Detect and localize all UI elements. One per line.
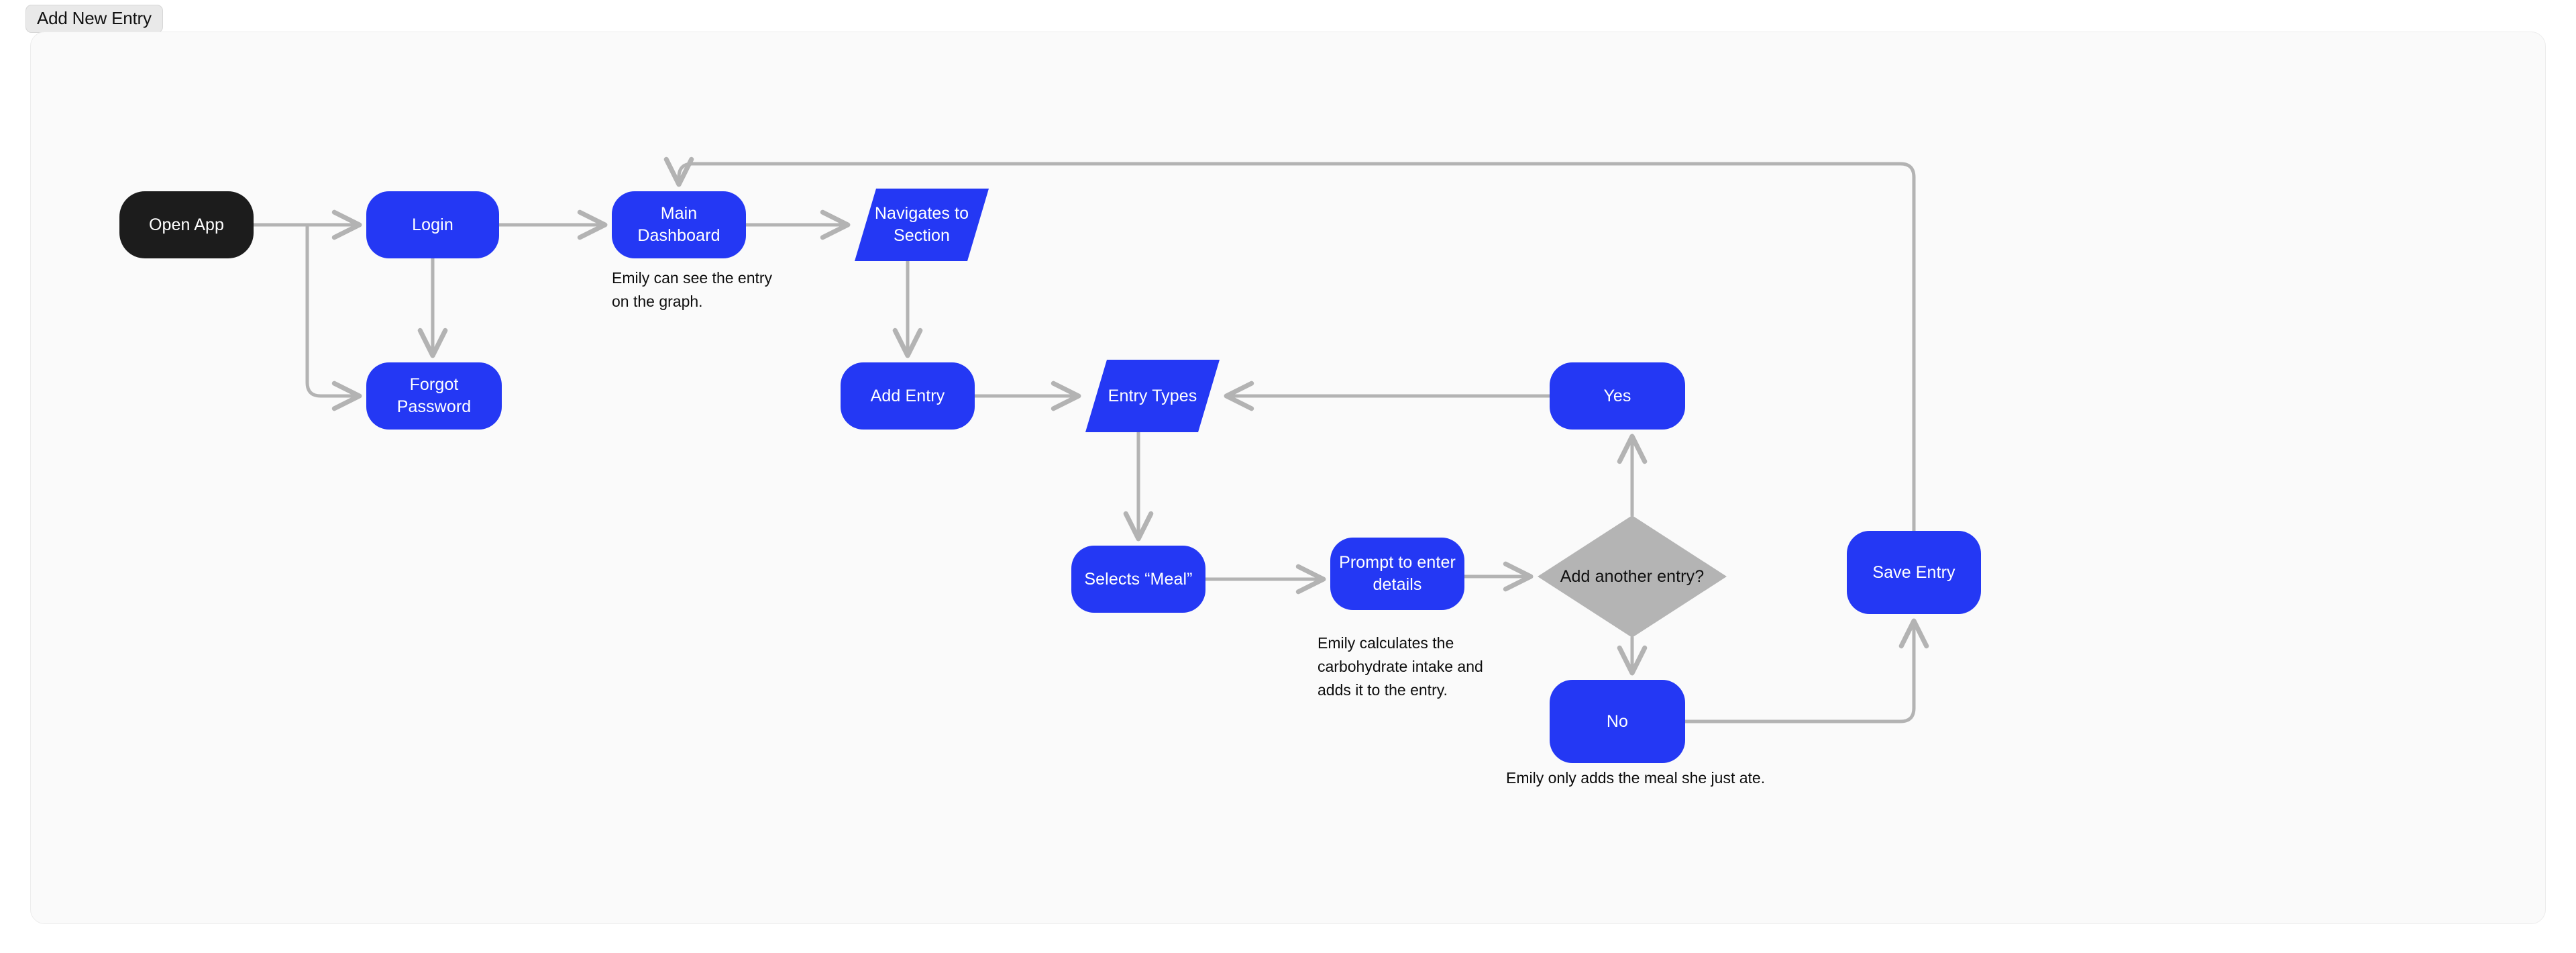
node-entry-types-label: Entry Types xyxy=(1108,386,1197,405)
node-selects-meal-label: Selects “Meal” xyxy=(1084,569,1193,589)
note-main-dashboard: Emily can see the entry on the graph. xyxy=(612,269,773,310)
node-yes[interactable]: Yes xyxy=(1550,362,1685,430)
node-login-label: Login xyxy=(412,215,453,234)
node-save-entry[interactable]: Save Entry xyxy=(1847,531,1981,614)
node-prompt-to-enter-details-label: Prompt to enter details xyxy=(1339,553,1456,594)
node-navigates-to-section[interactable]: Navigates to Section xyxy=(855,189,989,261)
note-carbohydrate-calculation: Emily calculates the carbohydrate intake… xyxy=(1318,634,1483,699)
flowchart: Open App Login Main Dashboard Forgot Pas… xyxy=(31,32,2545,923)
node-entry-types[interactable]: Entry Types xyxy=(1085,360,1220,432)
diagram-canvas[interactable]: Open App Login Main Dashboard Forgot Pas… xyxy=(30,32,2546,924)
node-main-dashboard-label: Main Dashboard xyxy=(637,204,720,245)
node-no-label: No xyxy=(1606,711,1629,731)
edge-open-app-to-forgot-password xyxy=(305,223,362,411)
node-yes-label: Yes xyxy=(1603,386,1631,405)
node-open-app-label: Open App xyxy=(148,215,224,234)
node-main-dashboard[interactable]: Main Dashboard xyxy=(612,191,746,258)
node-navigates-to-section-label: Navigates to Section xyxy=(874,204,969,245)
node-open-app[interactable]: Open App xyxy=(119,191,254,258)
node-add-entry-label: Add Entry xyxy=(870,386,945,405)
note-meal-just-ate: Emily only adds the meal she just ate. xyxy=(1506,769,1766,787)
toolbar: Add New Entry xyxy=(0,0,2576,35)
tab-add-new-entry[interactable]: Add New Entry xyxy=(25,5,163,34)
node-add-another-entry-label: Add another entry? xyxy=(1560,566,1705,586)
node-login[interactable]: Login xyxy=(366,191,499,258)
node-save-entry-label: Save Entry xyxy=(1872,562,1955,582)
node-prompt-to-enter-details[interactable]: Prompt to enter details xyxy=(1330,538,1464,610)
edge-no-to-save-entry xyxy=(1683,618,1929,723)
node-add-entry[interactable]: Add Entry xyxy=(841,362,975,430)
edge-save-entry-to-main-dashboard xyxy=(663,156,1916,533)
node-forgot-password-label: Forgot Password xyxy=(396,375,472,416)
flowchart-edges xyxy=(252,156,1929,723)
node-forgot-password[interactable]: Forgot Password xyxy=(366,362,502,430)
node-selects-meal[interactable]: Selects “Meal” xyxy=(1071,546,1205,613)
node-no[interactable]: No xyxy=(1550,680,1685,763)
